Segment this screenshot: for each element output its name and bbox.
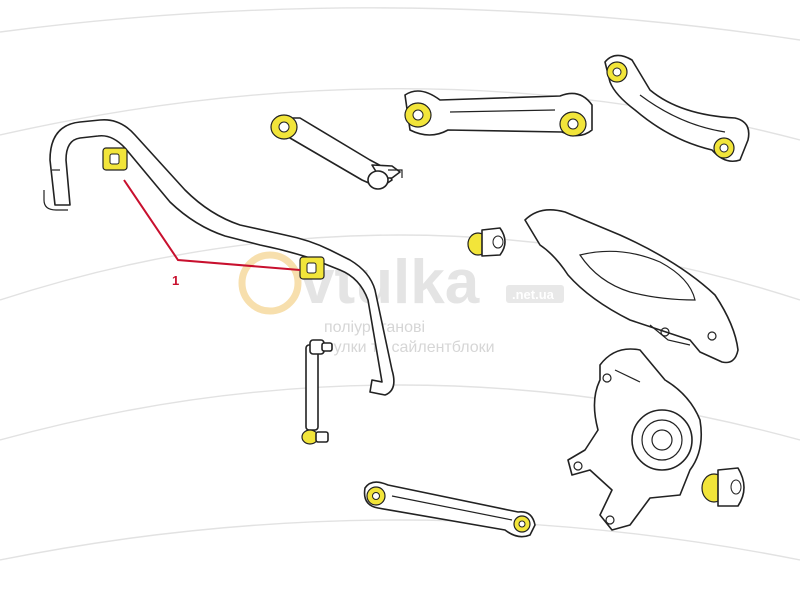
watermark: vtulka .net.ua поліуретанові втулки та с… [238, 248, 564, 356]
lower-control-arm [524, 209, 739, 364]
callout-leaders [123, 179, 301, 271]
loose-bushing-top [467, 227, 506, 257]
loose-bushing-bottom [701, 467, 745, 507]
callout-number: 1 [172, 273, 179, 288]
lower-link [363, 481, 536, 538]
stabilizer-bushing-right [299, 256, 325, 280]
wheel-knuckle [567, 348, 703, 531]
watermark-logo-ring [238, 251, 302, 315]
watermark-tld-badge [506, 285, 564, 303]
stabilizer-link [301, 339, 333, 445]
camber-arm [404, 90, 593, 137]
watermark-tagline-2: втулки та сайлентблоки [318, 339, 495, 356]
curved-arm [604, 54, 750, 163]
stabilizer-bushing-left [102, 147, 128, 171]
stabilizer-bar [43, 118, 395, 396]
upper-link-short [270, 114, 403, 190]
watermark-tld: .net.ua [512, 287, 555, 302]
